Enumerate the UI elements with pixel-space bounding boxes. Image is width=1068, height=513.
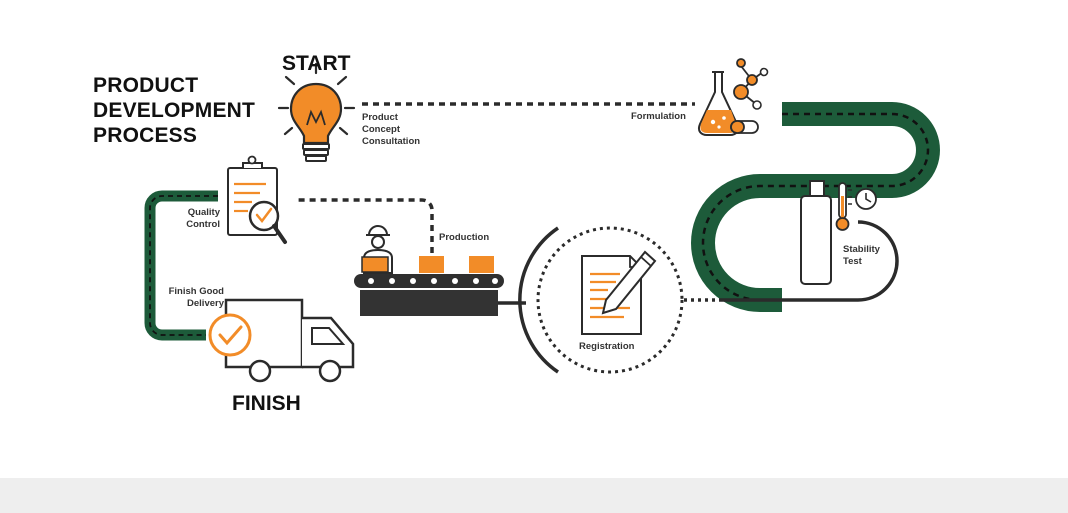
step-label-stability: Stability Test	[843, 244, 880, 268]
step-label-production: Production	[439, 232, 490, 243]
delivery-line-2: Delivery	[187, 298, 224, 309]
green-road-left	[144, 190, 218, 341]
diagram-title: PRODUCT DEVELOPMENT PROCESS	[93, 73, 255, 148]
delivery-line-1: Finish Good	[168, 286, 224, 297]
delivery-truck-icon	[208, 298, 355, 383]
finish-label: FINISH	[232, 392, 301, 415]
flask-molecule-icon	[697, 58, 769, 136]
step-label-formulation: Formulation	[631, 111, 686, 122]
green-road	[691, 102, 940, 312]
footer-band	[0, 478, 1068, 513]
connector-stability-registration	[722, 220, 899, 302]
registration-circle	[518, 226, 684, 374]
title-line-1: PRODUCT	[93, 74, 199, 97]
concept-line-1: Product	[362, 112, 398, 123]
clipboard-magnifier-icon	[227, 155, 287, 244]
quality-line-2: Control	[186, 219, 220, 230]
stability-line-2: Test	[843, 256, 862, 267]
start-label: START	[282, 52, 351, 75]
step-label-delivery: Finish Good Delivery	[150, 286, 224, 310]
bottle-thermometer-clock-icon	[800, 180, 877, 285]
stability-line-1: Stability	[843, 244, 880, 255]
concept-line-2: Concept	[362, 124, 400, 135]
title-line-3: PROCESS	[93, 124, 198, 147]
step-label-registration: Registration	[579, 341, 635, 352]
step-label-quality: Quality Control	[160, 207, 220, 231]
light-bulb-icon	[277, 62, 356, 162]
document-pen-icon	[581, 250, 657, 335]
quality-line-1: Quality	[187, 207, 220, 218]
step-label-concept: Product Concept Consultation	[362, 112, 420, 148]
concept-line-3: Consultation	[362, 136, 421, 147]
worker-conveyor-icon	[354, 225, 504, 316]
title-line-2: DEVELOPMENT	[93, 99, 256, 122]
connector-production-quality	[296, 198, 434, 253]
